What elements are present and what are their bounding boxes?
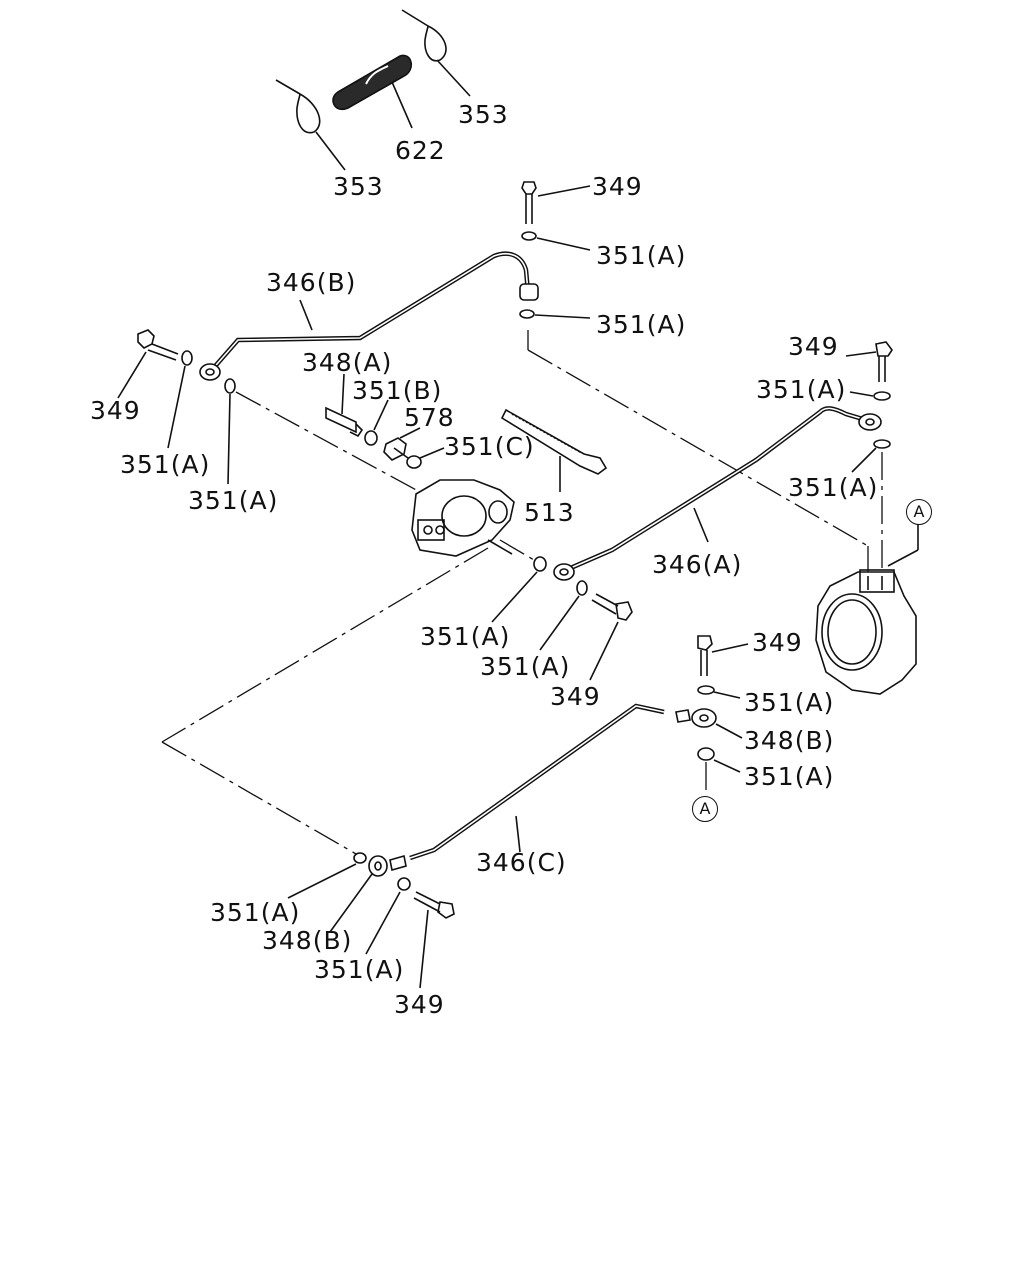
pipe-346a-part bbox=[553, 406, 882, 581]
label-349-top: 349 bbox=[592, 172, 643, 201]
bolt-349-top-part bbox=[521, 181, 591, 224]
washer-351a-4-part bbox=[224, 378, 236, 394]
label-351a-3: 351(A) bbox=[120, 450, 211, 479]
label-351a-5: 351(A) bbox=[756, 375, 847, 404]
label-351b: 351(B) bbox=[352, 376, 443, 405]
fitting-578-part bbox=[383, 427, 421, 461]
washer-351a-12-part bbox=[397, 877, 411, 891]
label-351a-8: 351(A) bbox=[480, 652, 571, 681]
washer-351a-10-part bbox=[697, 747, 715, 761]
washer-351c-part bbox=[406, 455, 422, 469]
union-348b-left-part bbox=[329, 854, 407, 933]
label-346a: 346(A) bbox=[652, 550, 743, 579]
washer-351a-6-part bbox=[873, 439, 891, 449]
union-348a-part bbox=[325, 373, 364, 438]
tie-353-top-part bbox=[401, 9, 471, 97]
washer-351a-9-part bbox=[697, 685, 715, 695]
washer-351a-8-part bbox=[576, 580, 588, 596]
label-349-right: 349 bbox=[788, 332, 839, 361]
fuel-pump-part bbox=[411, 479, 515, 557]
washer-351a-7-part bbox=[533, 556, 547, 572]
injection-pump-housing-part bbox=[815, 524, 919, 695]
label-346b: 346(B) bbox=[266, 268, 357, 297]
label-346c: 346(C) bbox=[476, 848, 567, 877]
tie-353-left-part bbox=[275, 79, 346, 171]
label-513: 513 bbox=[524, 498, 575, 527]
ref-a-top-marker: A bbox=[906, 499, 932, 525]
label-348a: 348(A) bbox=[302, 348, 393, 377]
ref-a-bottom-marker: A bbox=[692, 796, 718, 822]
union-348b-right-part bbox=[675, 708, 743, 739]
washer-351a-5-part bbox=[873, 391, 891, 401]
hose-622-part bbox=[332, 54, 413, 129]
label-348b-right: 348(B) bbox=[744, 726, 835, 755]
label-351a-4: 351(A) bbox=[188, 486, 279, 515]
bolt-349-right-part bbox=[845, 341, 893, 382]
label-349-left: 349 bbox=[90, 396, 141, 425]
label-351a-6: 351(A) bbox=[788, 473, 879, 502]
washer-351a-1-part bbox=[521, 231, 537, 241]
pipe-346b-part bbox=[199, 251, 539, 381]
label-622: 622 bbox=[395, 136, 446, 165]
bolt-349-lowright-part bbox=[697, 635, 749, 676]
label-349-lowright: 349 bbox=[752, 628, 803, 657]
label-351a-2: 351(A) bbox=[596, 310, 687, 339]
label-351a-9: 351(A) bbox=[744, 688, 835, 717]
label-351a-1: 351(A) bbox=[596, 241, 687, 270]
washer-351a-11-part bbox=[353, 852, 367, 864]
label-353-left: 353 bbox=[333, 172, 384, 201]
label-578: 578 bbox=[404, 403, 455, 432]
bolt-349-left-part bbox=[117, 329, 179, 399]
label-351a-7: 351(A) bbox=[420, 622, 511, 651]
label-349-bottom: 349 bbox=[394, 990, 445, 1019]
label-353-top: 353 bbox=[458, 100, 509, 129]
label-351a-10: 351(A) bbox=[744, 762, 835, 791]
label-348b-left: 348(B) bbox=[262, 926, 353, 955]
label-351a-11: 351(A) bbox=[210, 898, 301, 927]
label-351c: 351(C) bbox=[444, 432, 535, 461]
bolt-349-mid-part bbox=[589, 593, 633, 681]
washer-351a-2-part bbox=[519, 309, 535, 319]
assembly-lines bbox=[161, 330, 883, 855]
washer-351b-part bbox=[364, 430, 378, 446]
clamp-513-part bbox=[500, 408, 608, 492]
label-351a-12: 351(A) bbox=[314, 955, 405, 984]
pipe-346c-part bbox=[409, 703, 665, 861]
washer-351a-3-part bbox=[181, 350, 193, 366]
bolt-349-bottom-part bbox=[413, 891, 455, 989]
label-349-mid: 349 bbox=[550, 682, 601, 711]
